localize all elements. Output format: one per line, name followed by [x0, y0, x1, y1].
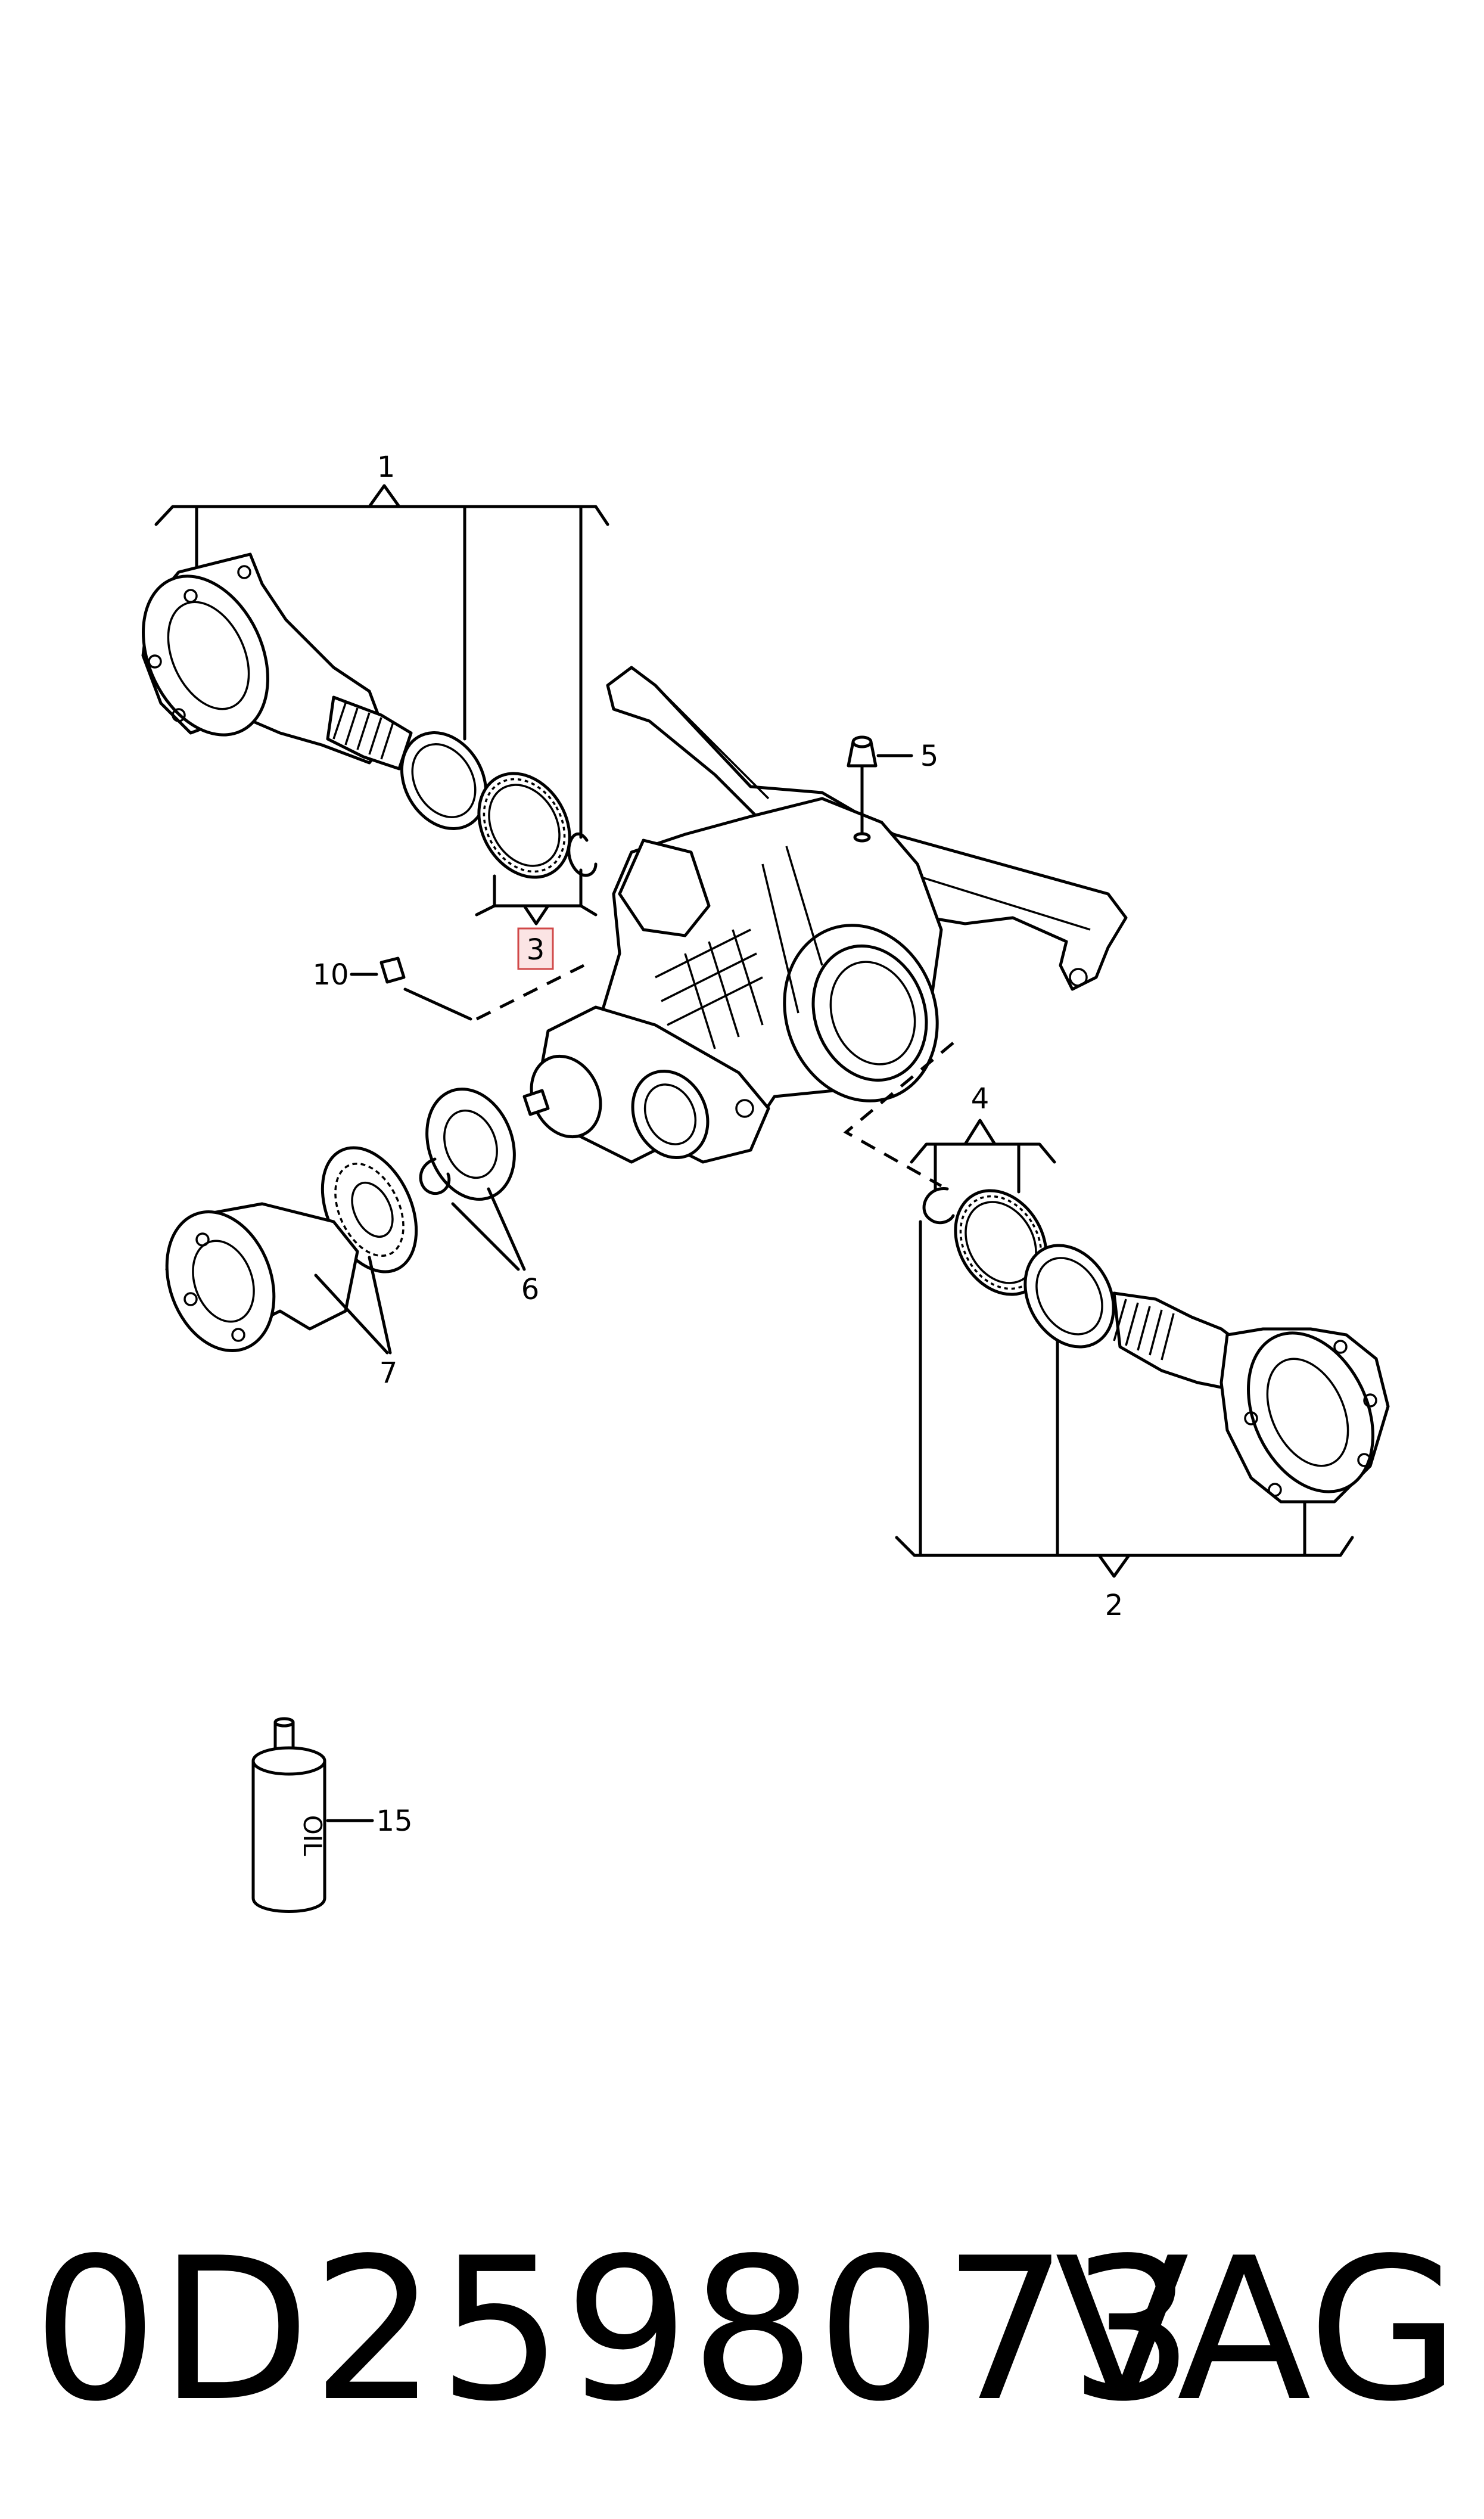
callout-10: 10: [312, 958, 349, 992]
housing-bolt: [350, 956, 585, 1021]
callout-6: 6: [521, 1273, 540, 1306]
left-circlip: [567, 832, 598, 877]
left-tone-ring: [477, 772, 571, 879]
callout-3: 3: [527, 933, 545, 967]
oil-bottle-label: OIL: [298, 1815, 327, 1856]
left-seal-ring: [400, 731, 488, 830]
oil-bottle: OIL: [251, 1717, 374, 1913]
differential-housing: [522, 666, 1128, 1164]
footer: 0D2598073 VAG: [0, 2205, 1484, 2455]
breather-valve: [847, 735, 913, 843]
pinion-drive-flange: [165, 1146, 418, 1355]
bracket-3: [475, 868, 598, 925]
callout-4: 4: [971, 1082, 990, 1116]
brand-label: VAG: [1054, 2216, 1460, 2445]
pinion-seal: [419, 1088, 526, 1271]
right-seal-ring: [1023, 1244, 1115, 1349]
bracket-4: [910, 1119, 1056, 1194]
exploded-parts-diagram: 1 3: [141, 451, 1390, 1913]
right-tone-ring: [954, 1189, 1048, 1296]
bracket-1: [154, 484, 609, 839]
left-drive-flange: [141, 552, 413, 771]
callout-5: 5: [920, 740, 939, 773]
callout-7: 7: [379, 1356, 398, 1390]
bracket-2: [895, 1220, 1354, 1578]
callout-1: 1: [377, 451, 396, 484]
callout-2: 2: [1105, 1589, 1124, 1622]
callout-3-highlight: [517, 927, 554, 970]
right-circlip: [922, 1187, 955, 1225]
part-number: 0D2598073: [33, 2216, 1196, 2445]
callout-15: 15: [376, 1804, 412, 1838]
right-drive-flange: [1112, 1291, 1390, 1504]
right-axis-dashline: [843, 1042, 954, 1188]
